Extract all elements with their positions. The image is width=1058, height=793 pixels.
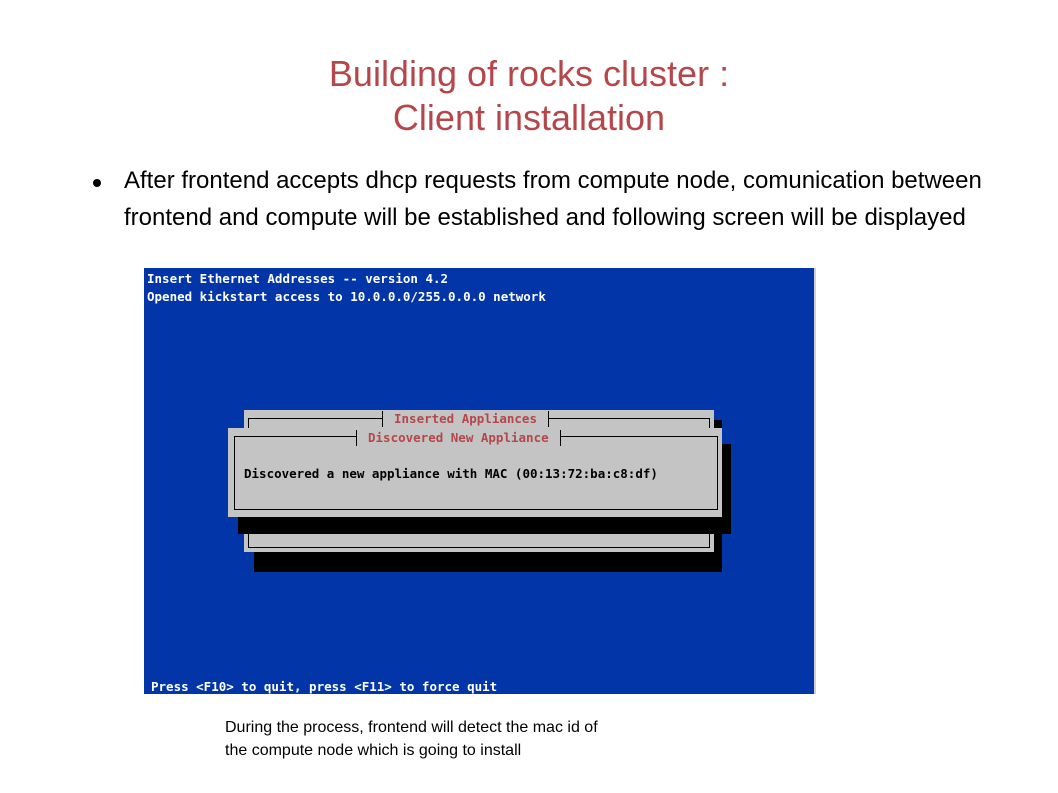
terminal-screenshot: Insert Ethernet Addresses -- version 4.2… bbox=[144, 268, 816, 694]
front-dialog: Discovered New Appliance Discovered a ne… bbox=[228, 428, 722, 517]
bullet-dot-icon bbox=[93, 179, 101, 187]
caption-line-1: During the process, frontend will detect… bbox=[225, 719, 598, 736]
front-dialog-message: Discovered a new appliance with MAC (00:… bbox=[244, 466, 658, 481]
slide-caption: During the process, frontend will detect… bbox=[225, 716, 825, 762]
front-dialog-title: Discovered New Appliance bbox=[356, 430, 561, 446]
bullet-text: After frontend accepts dhcp requests fro… bbox=[124, 167, 982, 231]
terminal-status-line: Opened kickstart access to 10.0.0.0/255.… bbox=[147, 289, 546, 304]
caption-line-2: the compute node which is going to insta… bbox=[225, 742, 522, 759]
slide-title-line-2: Client installation bbox=[392, 97, 666, 138]
terminal-header-line: Insert Ethernet Addresses -- version 4.2 bbox=[147, 271, 449, 286]
slide-title-line-1: Building of rocks cluster : bbox=[328, 53, 730, 94]
slide-title: Building of rocks cluster : Client insta… bbox=[0, 52, 1058, 140]
terminal-footer-hint: Press <F10> to quit, press <F11> to forc… bbox=[151, 679, 498, 694]
back-dialog-title: Inserted Appliances bbox=[382, 411, 549, 427]
